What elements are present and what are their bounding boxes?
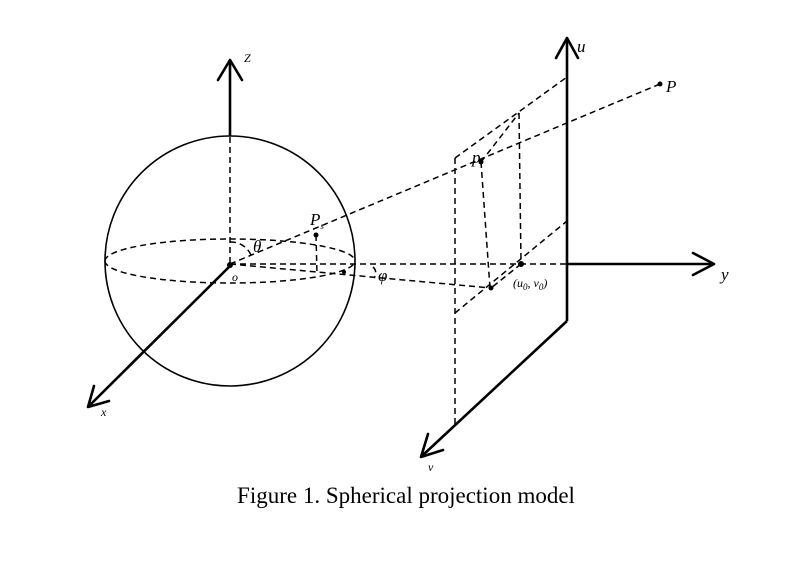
theta-label: θ xyxy=(253,237,261,256)
ps-label-main: P xyxy=(309,210,320,229)
ps-point xyxy=(313,232,319,238)
u-axis-arrowhead xyxy=(554,36,580,60)
ps-label: Ps xyxy=(309,210,324,231)
y-axis-arrowhead xyxy=(691,251,716,277)
principal-point xyxy=(518,261,524,267)
ps-drop-line xyxy=(315,234,318,275)
z-axis-arrowhead xyxy=(216,58,244,82)
origin-label: o xyxy=(232,270,238,284)
v-axis-line xyxy=(422,320,568,456)
ray-origin-to-projection xyxy=(229,263,492,289)
image-plane-top-edge xyxy=(454,76,568,159)
equator-ray-point xyxy=(342,270,346,274)
P-point xyxy=(657,81,663,87)
x-axis-arrowhead xyxy=(86,384,111,409)
phi-arc xyxy=(372,266,377,279)
origin-point xyxy=(227,262,233,268)
projection-point xyxy=(488,285,494,291)
v-axis-label: v xyxy=(428,460,434,474)
z-axis-label: Z xyxy=(244,51,251,65)
p-point xyxy=(478,159,484,165)
principal-v-sub: 0 xyxy=(539,282,544,292)
ray-origin-to-P xyxy=(229,83,661,265)
v-axis-arrowhead xyxy=(419,432,445,459)
figure-caption: Figure 1. Spherical projection model xyxy=(237,483,575,508)
y-axis-label: y xyxy=(719,265,729,284)
phi-label: φ xyxy=(378,266,387,285)
equator-front xyxy=(104,260,356,284)
principal-paren-open: ( xyxy=(513,276,518,290)
principal-u-sub: 0 xyxy=(523,282,528,292)
ps-label-sub: s xyxy=(320,221,324,231)
P-label: P xyxy=(665,77,676,96)
u-axis-label: u xyxy=(577,37,586,56)
x-axis-line xyxy=(89,265,231,406)
upper-u-to-lower xyxy=(518,112,522,264)
p-vertical-drop xyxy=(480,161,491,289)
principal-comma: , xyxy=(528,276,534,290)
x-axis-label: x xyxy=(100,405,107,419)
principal-u: u xyxy=(517,276,523,290)
p-label: p xyxy=(471,148,481,167)
principal-to-projection xyxy=(490,263,522,289)
theta-arc xyxy=(229,241,252,256)
principal-paren-close: ) xyxy=(542,276,547,290)
image-plane-bottom-edge xyxy=(454,220,568,314)
principal-point-label: (u0, v0) xyxy=(513,276,547,292)
principal-v: v xyxy=(534,276,540,290)
p-to-upper-u xyxy=(480,112,520,163)
